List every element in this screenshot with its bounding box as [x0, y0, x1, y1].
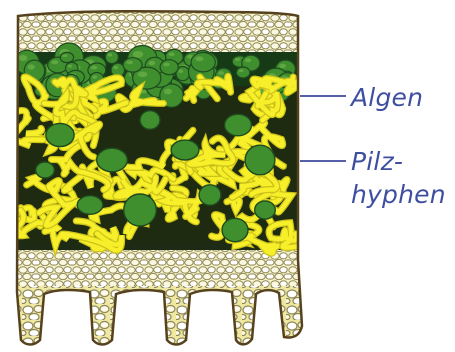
algae-cell — [199, 185, 221, 205]
algae-cell — [222, 218, 248, 241]
label-pilzhyphen-line2: hyphen — [351, 181, 446, 209]
algae-cell-highlight — [68, 65, 72, 68]
algae-cell — [225, 114, 252, 136]
algae-cell-highlight — [163, 63, 169, 67]
label-pilzhyphen-line1: Pilz- — [351, 148, 403, 176]
algae-cell — [171, 140, 199, 160]
algae-cell-highlight — [218, 71, 224, 75]
algae-cell — [245, 145, 275, 175]
algae-cell-highlight — [113, 66, 118, 69]
algae-cell-highlight — [178, 69, 183, 73]
algae-cell-highlight — [279, 64, 286, 68]
algae-cell-highlight — [195, 56, 203, 61]
algae-cell-highlight — [91, 66, 97, 70]
algae-cell — [236, 67, 250, 78]
algae-cell-highlight — [245, 58, 251, 62]
algae-cell — [36, 162, 55, 178]
algae-cell-highlight — [19, 55, 28, 61]
algae-cell — [60, 52, 73, 62]
algae-cell-highlight — [51, 60, 58, 64]
algae-cell-highlight — [92, 75, 97, 78]
algae-cell-highlight — [164, 89, 172, 95]
algae-cell-highlight — [28, 64, 35, 69]
rhizines — [14, 286, 306, 352]
algae-cell-highlight — [149, 61, 156, 65]
algae-cell — [160, 60, 178, 75]
algae-cell — [123, 58, 142, 72]
algae-cell — [105, 51, 118, 64]
algae-cell-highlight — [168, 52, 174, 56]
algae-cell-highlight — [138, 72, 148, 78]
algae-cell — [191, 53, 215, 72]
algae-cell — [124, 194, 157, 226]
label-algen: Algen — [351, 84, 423, 112]
algae-cell — [97, 148, 128, 172]
algae-cell-highlight — [63, 54, 68, 57]
algae-cell-highlight — [133, 51, 143, 58]
algae-cell-highlight — [239, 69, 244, 72]
algae-cell-highlight — [235, 58, 240, 61]
algae-cell — [140, 111, 160, 130]
algae-cell — [255, 201, 276, 219]
algae-cell — [46, 123, 74, 146]
algae-cell-highlight — [108, 53, 113, 56]
algae-cell — [77, 196, 103, 215]
algae-cell-highlight — [126, 61, 133, 65]
